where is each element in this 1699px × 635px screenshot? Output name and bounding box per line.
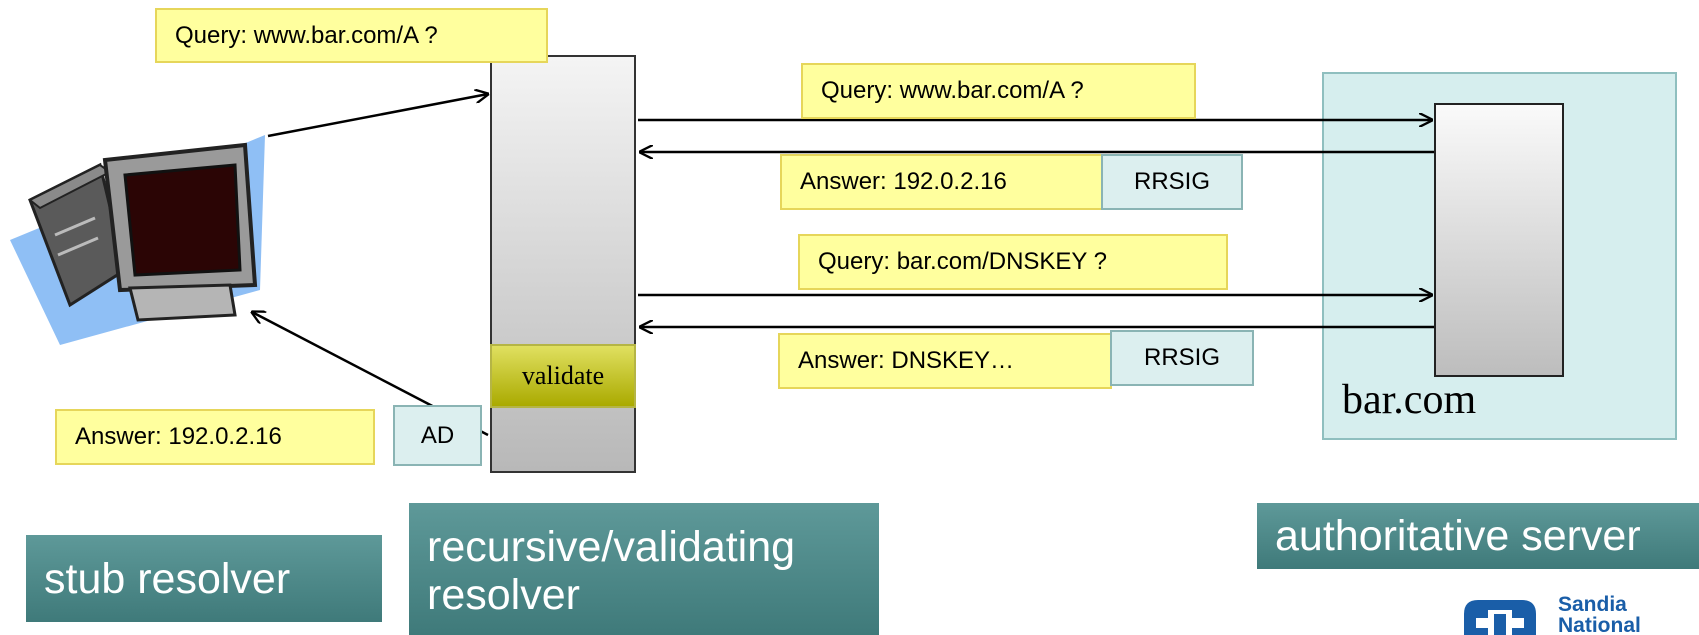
rrsig-badge-2: RRSIG	[1110, 330, 1254, 386]
validate-label: validate	[521, 361, 605, 390]
sandia-thunderbird-icon	[1464, 600, 1536, 635]
authoritative-server-role: authoritative server	[1257, 503, 1699, 569]
stub-resolver-role: stub resolver	[26, 535, 382, 622]
validate-box: validate	[490, 344, 636, 408]
authoritative-server-box	[1434, 103, 1564, 377]
query-dnskey-label: Query: bar.com/DNSKEY ?	[798, 234, 1228, 290]
arrow-stub-to-recursive	[267, 94, 488, 138]
answer-dnskey-label: Answer: DNSKEY…	[778, 333, 1112, 389]
bar-com-label: bar.com	[1342, 377, 1477, 423]
recursive-resolver-column	[490, 55, 636, 473]
recursive-resolver-role: recursive/validating resolver	[409, 503, 879, 635]
answer-stub-label: Answer: 192.0.2.16	[55, 409, 375, 465]
ad-flag-badge: AD	[393, 405, 482, 466]
query-stub-label: Query: www.bar.com/A ?	[155, 8, 548, 63]
sandia-logo-line2: National	[1558, 614, 1641, 635]
query-auth-label: Query: www.bar.com/A ?	[801, 63, 1196, 119]
rrsig-badge-1: RRSIG	[1101, 154, 1243, 210]
answer-auth-label: Answer: 192.0.2.16	[780, 154, 1103, 210]
sandia-logo-line1: Sandia	[1558, 594, 1627, 616]
sandia-logo: Sandia National	[1460, 594, 1699, 635]
